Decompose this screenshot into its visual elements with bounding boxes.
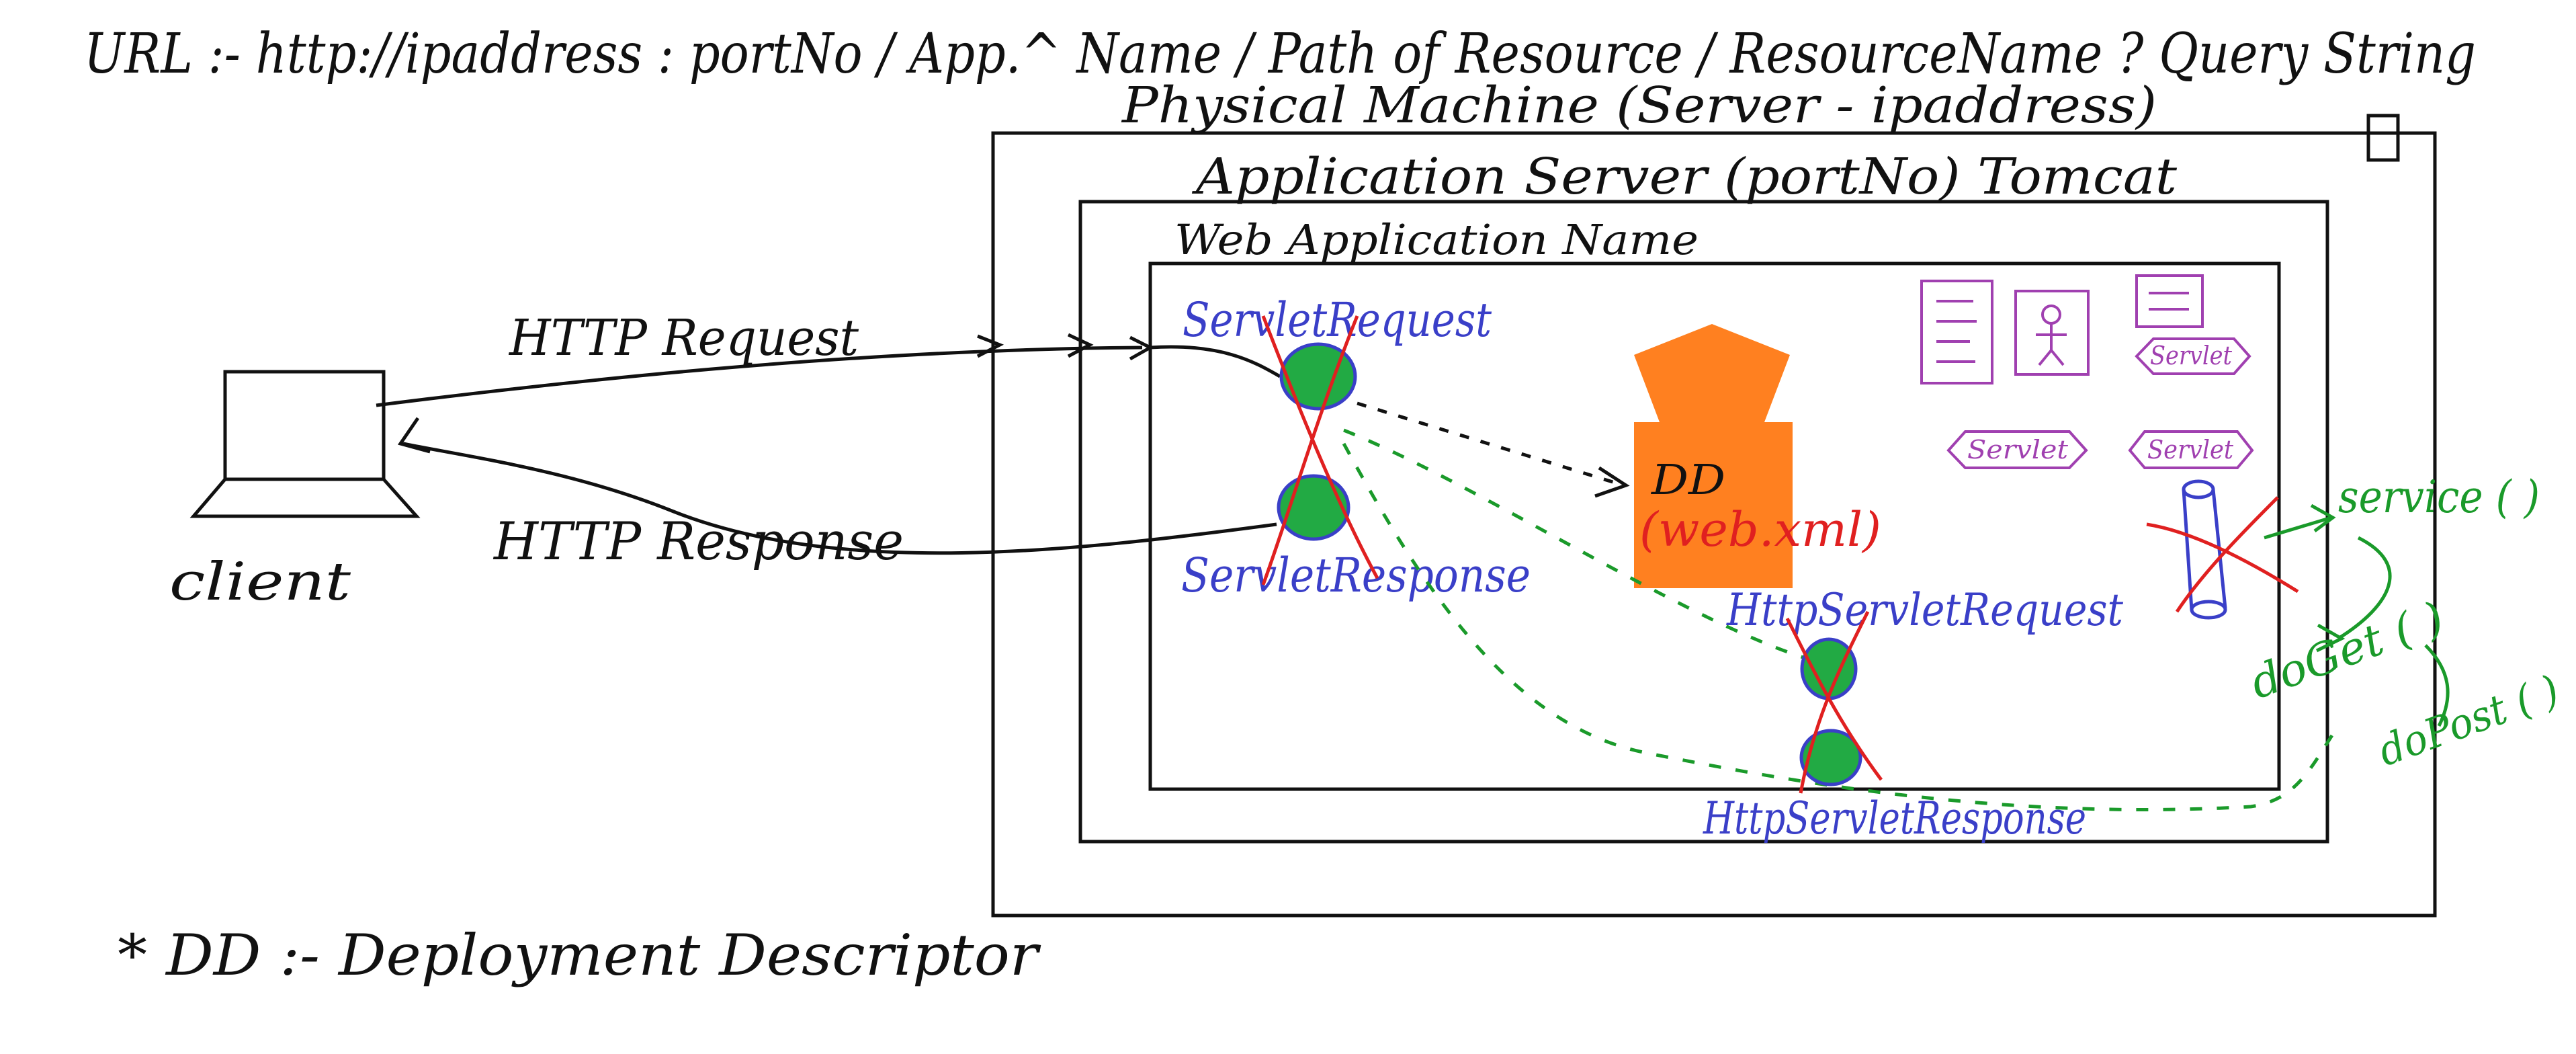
svg-text:Servlet: Servlet: [2150, 341, 2233, 370]
svg-text:Servlet: Servlet: [2147, 435, 2234, 464]
http-response-label: HTTP Response: [492, 512, 904, 572]
physical-machine-label: Physical Machine (Server - ipaddress): [1121, 77, 2157, 134]
servlet-hexagon: Servlet: [2135, 337, 2251, 375]
http-servlet-response-label: HttpServletResponse: [1703, 793, 2086, 844]
document-icon: [1920, 280, 1993, 384]
web-xml-label: (web.xml): [1639, 502, 1881, 557]
method-arrows: [2264, 503, 2450, 727]
dd-footnote: * DD :- Deployment Descriptor: [118, 922, 1041, 988]
http-servlet-request-dot: [1800, 637, 1858, 700]
dopost-method-label: doPost ( ): [2372, 665, 2565, 776]
http-request-arrow: [376, 346, 1143, 407]
crossed-out-mark: [1261, 315, 1379, 585]
green-dashed-flow: [1342, 428, 2340, 812]
person-icon: [2014, 290, 2090, 376]
laptop-icon: [189, 370, 421, 518]
http-servlet-response-dot: [1799, 729, 1862, 786]
svg-text:Servlet: Servlet: [1967, 435, 2069, 464]
url-structure-text: URL :- http://ipaddress : portNo / App.^…: [84, 22, 2476, 86]
service-method-label: service ( ): [2338, 471, 2540, 523]
corner-square-icon: [2366, 114, 2400, 162]
dd-label: DD: [1651, 455, 1725, 504]
doget-method-label: doGet ( ): [2243, 592, 2450, 709]
servlet-hexagon: Servlet: [2128, 430, 2254, 469]
deployment-descriptor-shape: [1634, 324, 1793, 588]
physical-machine-box: [991, 131, 2437, 918]
http-request-label: HTTP Request: [508, 309, 859, 367]
servlet-request-dot: [1279, 342, 1357, 411]
servlet-request-label: ServletRequest: [1183, 292, 1492, 348]
application-server-label: Application Server (portNo) Tomcat: [1191, 148, 2177, 206]
servlet-hexagon: Servlet: [1946, 430, 2088, 469]
web-application-box: [1148, 261, 2281, 791]
crossed-out-mark: [2146, 496, 2299, 613]
web-application-label: Web Application Name: [1174, 215, 1699, 264]
crossed-out-mark: [1785, 610, 1883, 794]
servlet-response-label: ServletResponse: [1181, 548, 1531, 603]
client-label: client: [169, 552, 351, 612]
document-icon: [2135, 274, 2204, 328]
http-servlet-request-label: HttpServletRequest: [1726, 584, 2123, 636]
http-response-arrow: [402, 442, 1277, 555]
